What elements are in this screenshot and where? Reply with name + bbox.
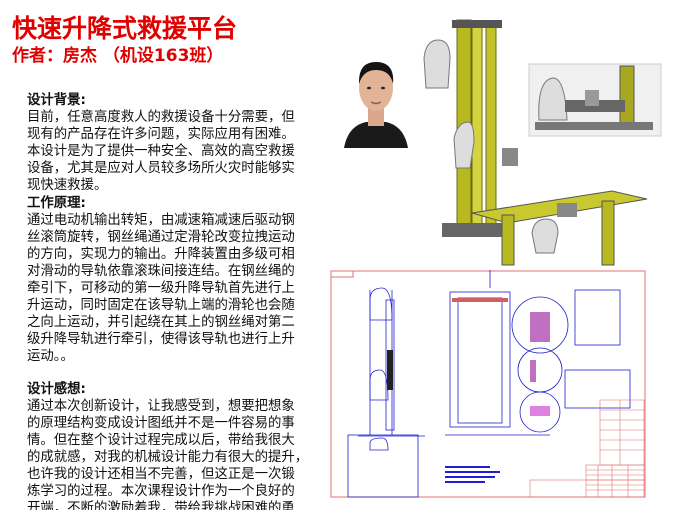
text-line: 本设计是为了提供一种安全、高效的高空救援 <box>27 144 295 160</box>
render-tall-view <box>423 19 518 237</box>
section-heading: 工作原理: <box>27 195 86 211</box>
section-principle: 工作原理: 通过电动机输出转矩，由减速箱减速后驱动钢 丝滚筒旋转，钢丝绳通过定滑… <box>27 195 327 366</box>
text-line: 现有的产品存在许多问题，实际应用有困难。 <box>27 127 295 143</box>
render-side-view <box>528 63 662 137</box>
section-background: 设计背景: 目前，任意高度救人的救援设备十分需要，但 现有的产品存在许多问题，实… <box>27 92 327 195</box>
text-line: 丝滚筒旋转，钢丝绳通过定滑轮改变拉拽运动 <box>27 229 295 245</box>
text-line: 级升降导轨进行牵引，使得该导轨也进行上升 <box>27 332 295 348</box>
text-line: 牵引下，可移动的第一级升降导轨首先进行上 <box>27 281 295 297</box>
text-line: 炼学习的过程。本次课程设计作为一个良好的 <box>27 484 295 500</box>
text-line: 的原理结构变成设计图纸并不是一件容易的事 <box>27 415 295 431</box>
text-line: 设备，尤其是应对人员较多场所火灾时能够实 <box>27 161 295 177</box>
text-body: 设计背景: 目前，任意高度救人的救援设备十分需要，但 现有的产品存在许多问题，实… <box>27 92 327 510</box>
text-line: 开端，不断的激励着我，带给我挑战困难的勇 <box>27 501 295 510</box>
author-photo <box>338 48 414 148</box>
text-line: 的成就感，对我的机械设计能力有很大的提升， <box>27 449 309 465</box>
poster-title: 快速升降式救援平台 <box>12 14 238 43</box>
text-line: 运动。。 <box>27 349 74 365</box>
text-line: 情。但在整个设计过程完成以后，带给我很大 <box>27 432 295 448</box>
text-line: 目前，任意高度救人的救援设备十分需要，但 <box>27 110 295 126</box>
section-heading: 设计感想: <box>27 381 86 397</box>
text-line: 现快速救援。 <box>27 178 108 194</box>
text-line: 对滑动的导轨依靠滚珠间接连结。在钢丝绳的 <box>27 263 295 279</box>
render-top-view <box>471 190 648 266</box>
author-line: 作者：房杰 （机设163班） <box>12 46 224 66</box>
text-line: 的方向，实现力的输出。升降装置由多级可相 <box>27 246 295 262</box>
text-line: 之向上运动，并引起绕在其上的钢丝绳对第二 <box>27 315 295 331</box>
text-line: 通过本次创新设计，让我感受到，想要把想象 <box>27 398 295 414</box>
text-line: 升运动，同时固定在该导轨上端的滑轮也会随 <box>27 298 295 314</box>
text-line: 通过电动机输出转矩，由减速箱减速后驱动钢 <box>27 212 295 228</box>
section-reflection: 设计感想: 通过本次创新设计，让我感受到，想要把想象 的原理结构变成设计图纸并不… <box>27 381 327 510</box>
text-line: 也许我的设计还相当不完善，但这正是一次锻 <box>27 466 295 482</box>
section-heading: 设计背景: <box>27 93 86 108</box>
assembly-drawing <box>330 270 646 498</box>
